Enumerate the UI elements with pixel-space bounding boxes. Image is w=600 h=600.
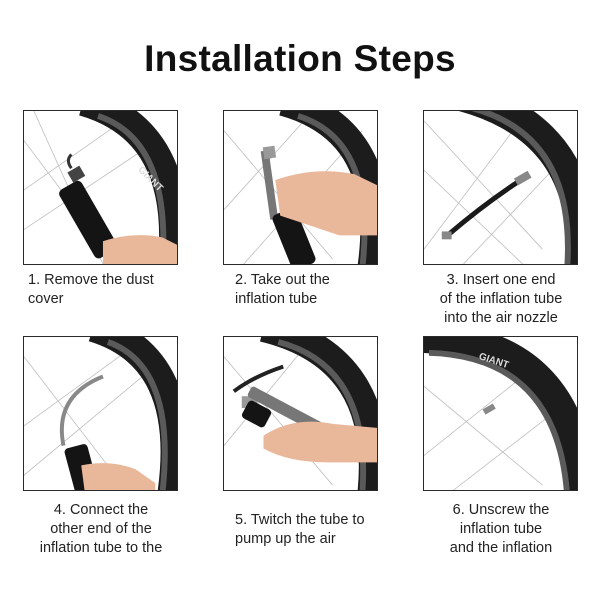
step-6-photo: GIANT bbox=[423, 336, 578, 491]
step-4-photo bbox=[23, 336, 178, 491]
page-title: Installation Steps bbox=[144, 38, 456, 79]
step-5-photo bbox=[223, 336, 378, 491]
step-6-caption: 6. Unscrew the inflation tube and the in… bbox=[449, 502, 553, 556]
step-1-photo: GIANT bbox=[23, 110, 178, 265]
step-3-caption: 3. Insert one end of the inflation tube … bbox=[439, 272, 563, 326]
step-2-caption: 2. Take out the inflation tube bbox=[235, 272, 330, 307]
step-4-caption: 4. Connect the other end of the inflatio… bbox=[39, 502, 163, 556]
step-2-photo bbox=[223, 110, 378, 265]
step-5-caption: 5. Twitch the tube to pump up the air bbox=[235, 512, 365, 547]
step-1-caption: 1. Remove the dust cover bbox=[28, 272, 154, 307]
step-3-photo bbox=[423, 110, 578, 265]
